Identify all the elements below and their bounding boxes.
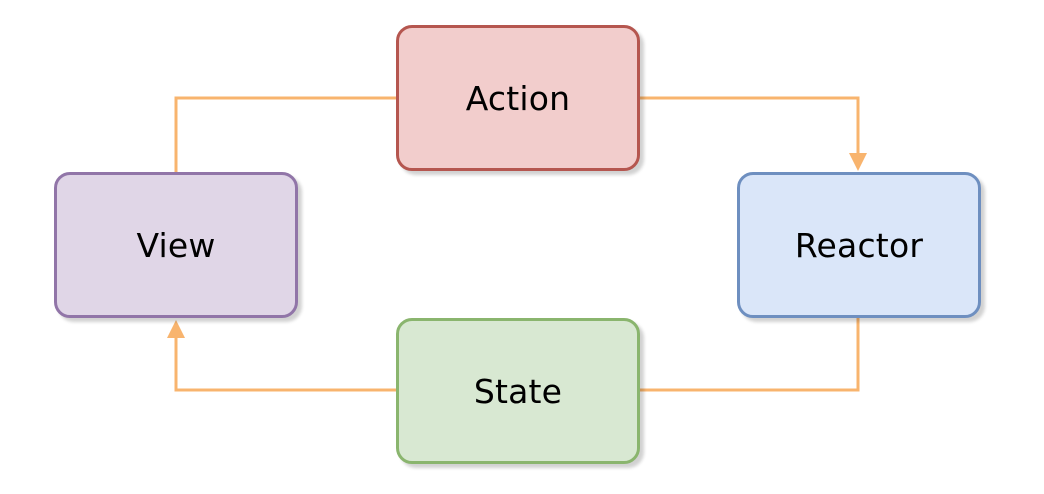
state-node: State [396, 318, 640, 464]
view-node: View [54, 172, 298, 318]
edge-action-to-reactor [640, 96, 860, 155]
arrowhead-reactor [849, 153, 867, 171]
state-label: State [473, 371, 563, 411]
edge-state-to-view [174, 336, 396, 392]
edge-view-to-action [174, 96, 396, 172]
action-node: Action [396, 25, 640, 171]
reactor-node: Reactor [737, 172, 981, 318]
reactor-label: Reactor [794, 225, 924, 265]
view-label: View [136, 225, 216, 265]
edge-reactor-to-state [640, 318, 860, 392]
arrowhead-view [167, 320, 185, 338]
action-label: Action [465, 78, 571, 118]
